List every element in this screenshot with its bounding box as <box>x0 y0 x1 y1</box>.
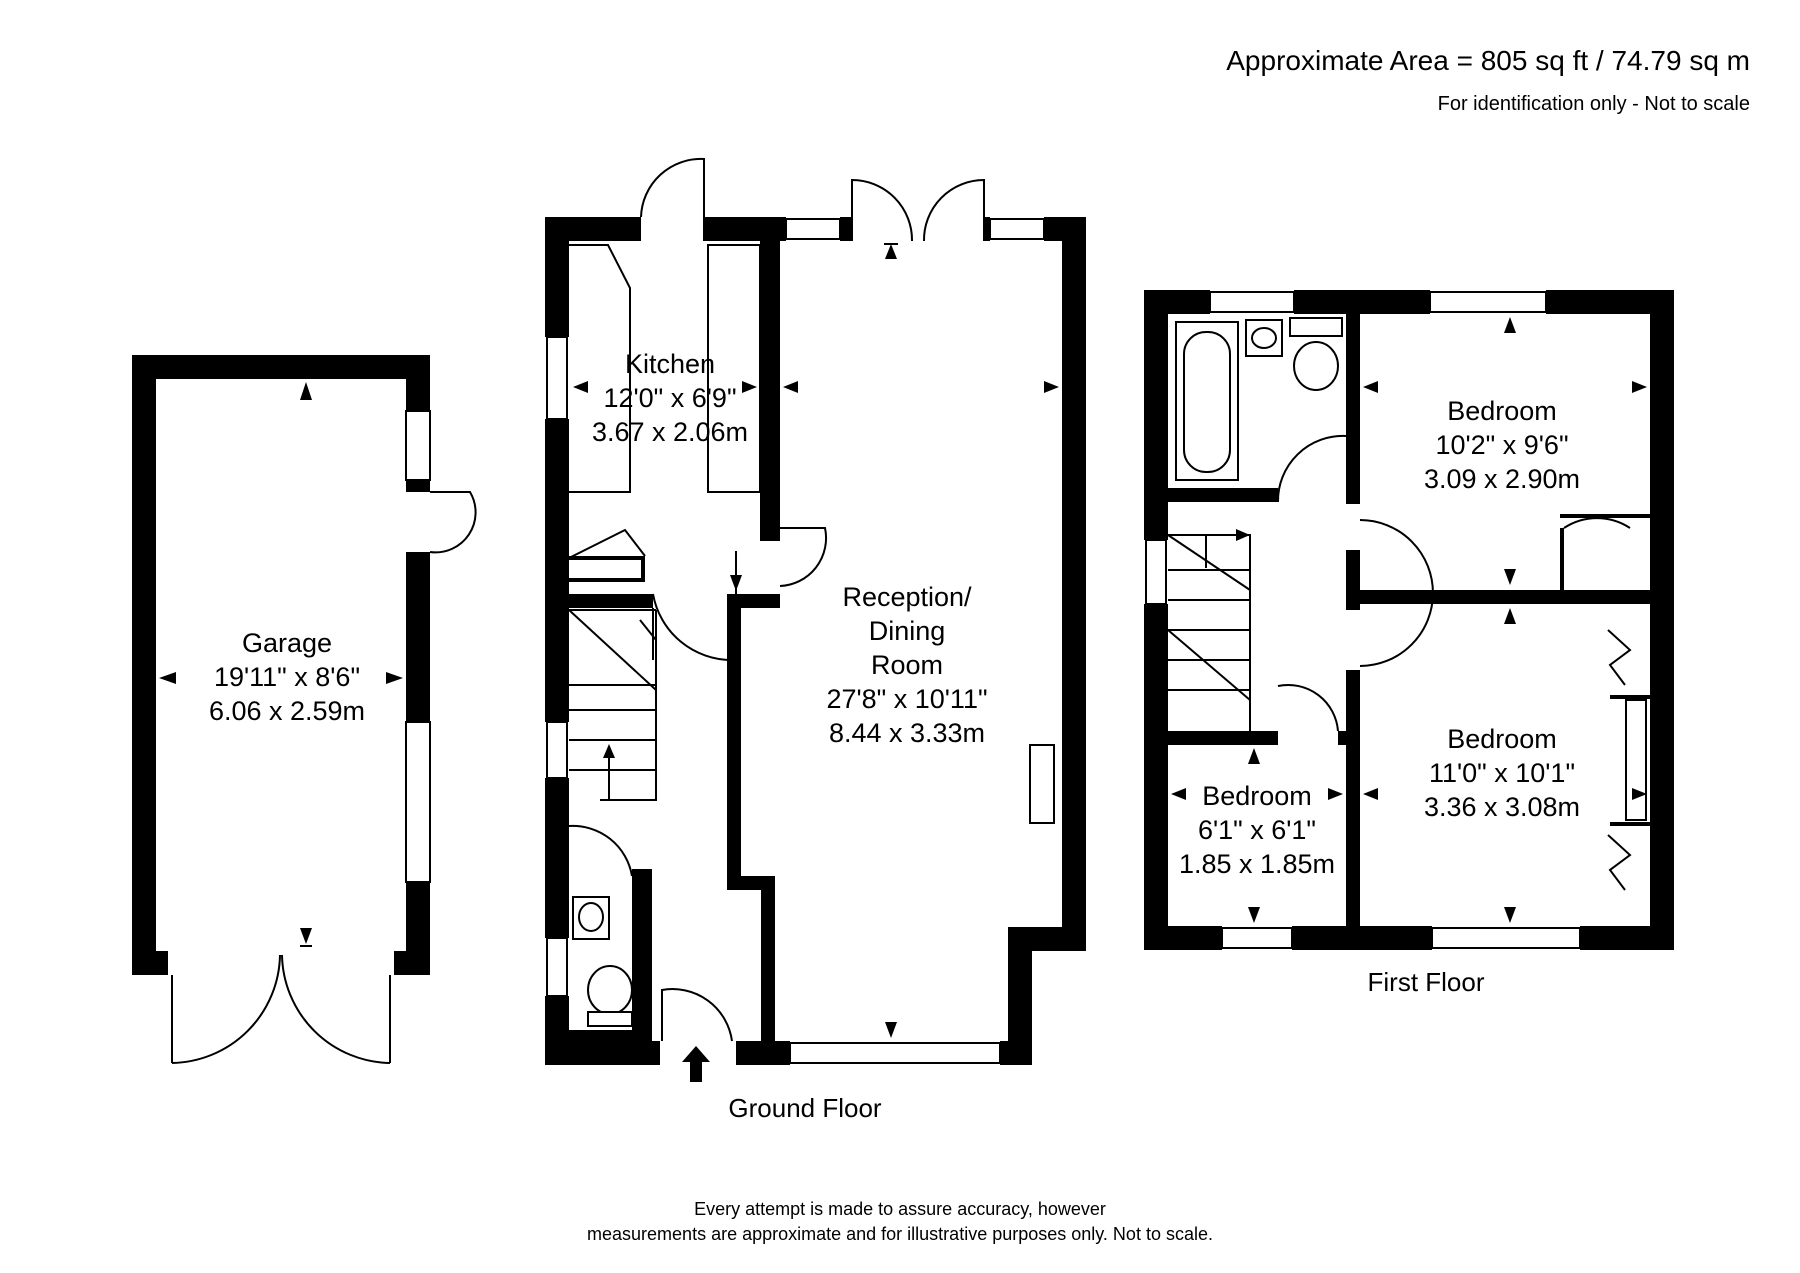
room-name: Bedroom <box>1202 781 1312 811</box>
area-text: Approximate Area = 805 sq ft / 74.79 sq … <box>1226 45 1750 76</box>
room-name: Reception/ <box>842 582 972 612</box>
bedroom3-label: Bedroom 6'1" x 6'1" 1.85 x 1.85m <box>1179 781 1335 879</box>
room-name: Bedroom <box>1447 724 1557 754</box>
room-metric: 3.36 x 3.08m <box>1424 792 1580 822</box>
room-metric: 8.44 x 3.33m <box>829 718 985 748</box>
first-floor <box>1144 290 1674 950</box>
room-metric: 3.67 x 2.06m <box>592 417 748 447</box>
room-name: Bedroom <box>1447 396 1557 426</box>
room-imperial: 11'0" x 10'1" <box>1429 758 1575 788</box>
room-metric: 3.09 x 2.90m <box>1424 464 1580 494</box>
room-name: Garage <box>242 628 332 658</box>
garage-label: Garage 19'11" x 8'6" 6.06 x 2.59m <box>209 628 365 726</box>
room-imperial: 6'1" x 6'1" <box>1198 815 1316 845</box>
bedroom1-label: Bedroom 10'2" x 9'6" 3.09 x 2.90m <box>1424 396 1580 494</box>
room-name: Kitchen <box>625 349 715 379</box>
room-name: Dining <box>869 616 946 646</box>
room-name: Room <box>871 650 943 680</box>
bedroom2-label: Bedroom 11'0" x 10'1" 3.36 x 3.08m <box>1424 724 1580 822</box>
room-imperial: 10'2" x 9'6" <box>1435 430 1568 460</box>
disclaimer-line-1: Every attempt is made to assure accuracy… <box>694 1199 1106 1219</box>
ground-floor <box>545 157 1086 1082</box>
room-imperial: 12'0" x 6'9" <box>603 383 736 413</box>
disclaimer-line-2: measurements are approximate and for ill… <box>587 1224 1213 1244</box>
ground-floor-label: Ground Floor <box>728 1093 882 1123</box>
room-imperial: 19'11" x 8'6" <box>214 662 360 692</box>
disclaimer-note: For identification only - Not to scale <box>1438 93 1750 115</box>
first-floor-label: First Floor <box>1368 967 1485 997</box>
garage <box>132 355 477 1064</box>
room-metric: 6.06 x 2.59m <box>209 696 365 726</box>
kitchen-label: Kitchen 12'0" x 6'9" 3.67 x 2.06m <box>592 349 748 447</box>
room-imperial: 27'8" x 10'11" <box>826 684 987 714</box>
room-metric: 1.85 x 1.85m <box>1179 849 1335 879</box>
reception-label: Reception/ Dining Room 27'8" x 10'11" 8.… <box>826 582 987 748</box>
